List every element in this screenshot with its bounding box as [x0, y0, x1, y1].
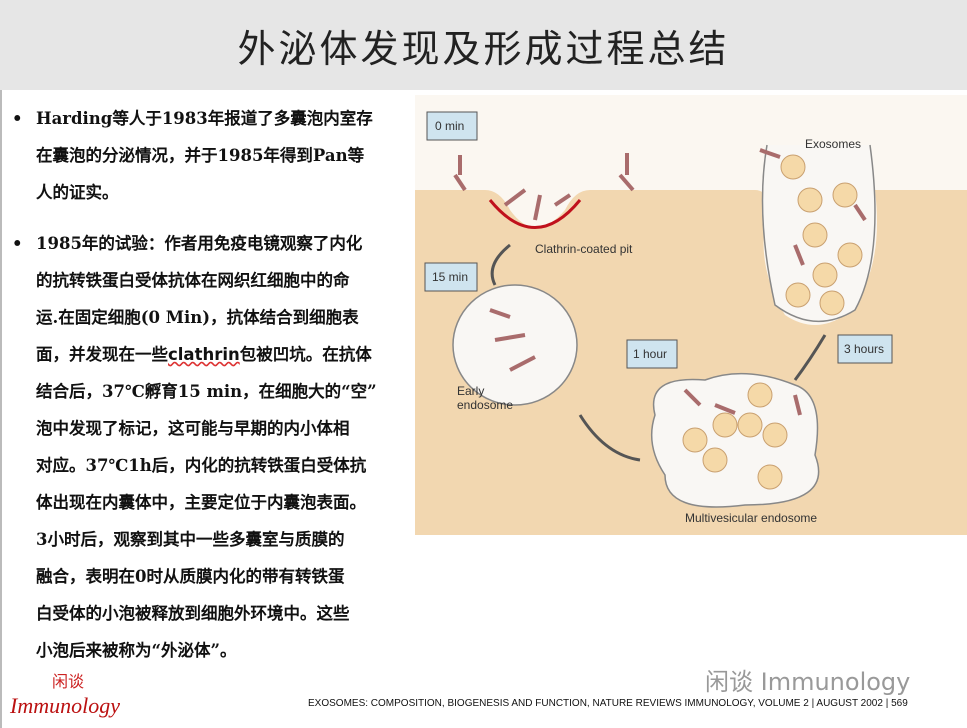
text-line: 结合后，37℃孵育15 min，在细胞大的“空”	[36, 382, 377, 401]
logo-cn: 闲谈	[52, 672, 85, 691]
logo-immunology: Immunology	[10, 693, 120, 718]
exosome-diagram: 0 min 15 min 1 hour 3 hours Exosomes Cla…	[415, 95, 967, 535]
slide-title: 外泌体发现及形成过程总结	[237, 27, 730, 71]
receptors	[453, 148, 867, 416]
title-bar	[0, 0, 967, 90]
text-line: 运.在固定细胞(0 Min)，抗体结合到细胞表	[36, 308, 359, 327]
early-endosome	[452, 284, 578, 406]
label-15min: 15 min	[432, 270, 468, 284]
text-line: 白受体的小泡被释放到细胞外环境中。这些	[36, 604, 350, 623]
time-labels: 0 min 15 min 1 hour 3 hours	[424, 111, 893, 369]
bullet-1: Harding等人于1983年报道了多囊泡内室存 在囊泡的分泌情况，并于1985…	[12, 100, 412, 211]
label-endosome: endosome	[457, 398, 513, 412]
label-exosomes: Exosomes	[805, 137, 861, 151]
text-line: 人的证实。	[36, 183, 119, 202]
label-early: Early	[457, 384, 484, 398]
text-segment: 包被凹坑。在抗体	[239, 345, 372, 364]
label-1hour: 1 hour	[633, 347, 667, 361]
text-line: 融合，表明在0时从质膜内化的带有转铁蛋	[36, 567, 345, 586]
multivesicular-endosome	[650, 372, 820, 508]
watermark: 闲谈 Immunology	[705, 668, 911, 696]
text-segment: 面，并发现在一些	[36, 345, 168, 364]
text-line: 1985年的试验：作者用免疫电镜观察了内化	[36, 234, 363, 253]
text-line: 泡中发现了标记，这可能与早期的内小体相	[36, 419, 350, 438]
clathrin-word: clathrin	[168, 345, 240, 364]
vesicles	[682, 154, 863, 490]
text-line: 面，并发现在一些clathrin包被凹坑。在抗体	[36, 336, 412, 373]
label-clathrin-pit: Clathrin-coated pit	[535, 242, 633, 256]
label-0min: 0 min	[435, 119, 464, 133]
arrows	[490, 243, 827, 462]
text-line: 3小时后，观察到其中一些多囊室与质膜的	[36, 530, 345, 549]
clathrin-coat	[488, 199, 582, 229]
citation: EXOSOMES: COMPOSITION, BIOGENESIS AND FU…	[308, 698, 908, 709]
cell-cytoplasm	[415, 190, 967, 535]
text-line: 体出现在内囊体中，主要定位于内囊泡表面。	[36, 493, 366, 512]
label-mve: Multivesicular endosome	[685, 511, 817, 525]
text-line: 的抗转铁蛋白受体抗体在网织红细胞中的命	[36, 271, 350, 290]
text-line: 对应。37℃1h后，内化的抗转铁蛋白受体抗	[36, 456, 367, 475]
text-line: 在囊泡的分泌情况，并于1985年得到Pan等	[36, 146, 365, 165]
text-line: 小泡后来被称为“外泌体”。	[36, 641, 237, 660]
left-border	[0, 90, 2, 728]
label-3hours: 3 hours	[844, 342, 884, 356]
body-text: Harding等人于1983年报道了多囊泡内室存 在囊泡的分泌情况，并于1985…	[12, 100, 412, 669]
bullet-2: 1985年的试验：作者用免疫电镜观察了内化 的抗转铁蛋白受体抗体在网织红细胞中的…	[12, 225, 412, 669]
text-line: Harding等人于1983年报道了多囊泡内室存	[36, 109, 373, 128]
